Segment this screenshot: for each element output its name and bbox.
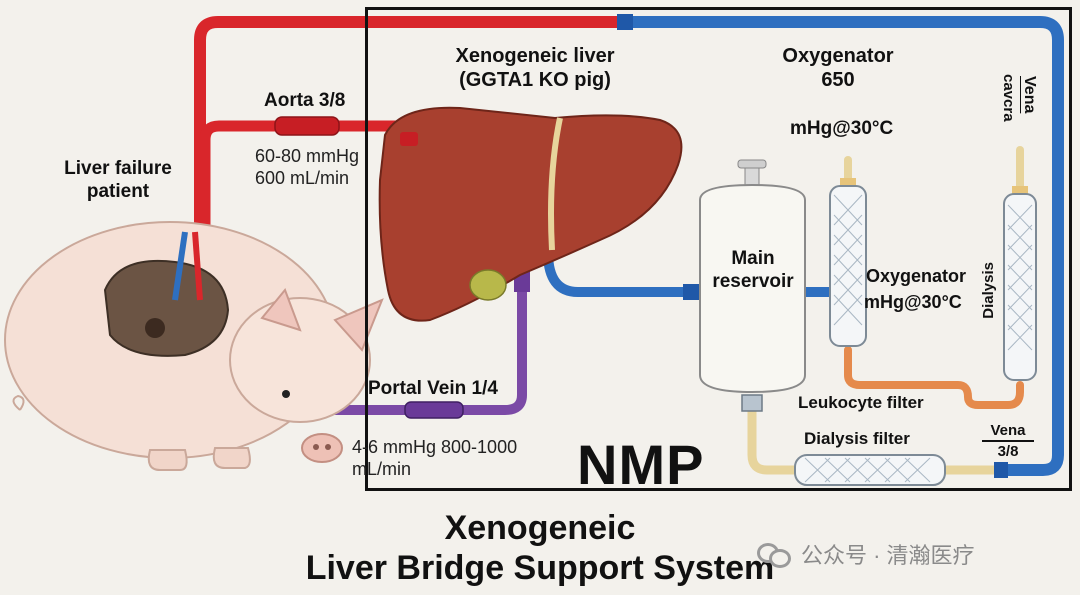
watermark-text: 公众号 · 清瀚医疗 [801, 543, 975, 568]
top-connector [617, 14, 633, 30]
dialysis-column [1003, 186, 1037, 381]
title-line2: Liver Bridge Support System [305, 549, 775, 588]
xeno-liver-title: Xenogeneic liver [455, 45, 615, 67]
vena-bottom-label: Vena 3/8 [982, 422, 1034, 461]
oxygenator-mid-line2: mHg@30°C [864, 292, 962, 312]
watermark: 公众号 · 清瀚医疗 [757, 538, 975, 570]
vena-bottom-line2: 3/8 [997, 443, 1019, 461]
portal-vein-label: Portal Vein 1/4 [368, 378, 498, 399]
patient-label: Liver failure patient [52, 158, 184, 204]
arterial-line-top [194, 16, 631, 246]
nmp-frame [365, 7, 1072, 491]
xeno-liver [378, 106, 683, 322]
portal-flow-line1: 4-6 mmHg 800-1000 [352, 437, 518, 457]
nmp-label: NMP [577, 433, 705, 496]
aorta-connector [274, 116, 340, 136]
patient-line2: patient [86, 180, 150, 202]
portal-flow-line2: mL/min [352, 459, 412, 479]
title-line1: Xenogeneic [444, 509, 636, 547]
leukocyte-filter-label: Leukocyte filter [798, 393, 924, 412]
diagram-title: Xenogeneic Liver Bridge Support System [290, 508, 790, 588]
dialysis-filter-label: Dialysis filter [804, 429, 910, 448]
aorta-pressure: 60-80 mmHg [255, 146, 360, 166]
oxygenator-mid-line1: Oxygenator [866, 266, 967, 286]
oxygenator-column [829, 178, 867, 347]
portal-connector [404, 401, 464, 419]
aorta-label: Aorta 3/8 [264, 90, 346, 111]
main-reservoir [699, 159, 806, 394]
oxygenator-top-label: Oxygenator 650 [782, 44, 894, 92]
oxygenator-top-line2: 650 [821, 69, 855, 91]
xeno-liver-label: Xenogeneic liver (GGTA1 KO pig) [440, 44, 630, 92]
reservoir-dialysis-line [747, 405, 803, 475]
vena-bottom-divider [982, 440, 1034, 443]
vena-bottom-line1: Vena [990, 422, 1026, 439]
venous-line-top [619, 16, 1064, 476]
patient-line1: Liver failure [64, 158, 172, 179]
pig-illustration [4, 221, 384, 471]
dialysis-label: Dialysis [980, 262, 997, 319]
oxygenator-top-line3: mHg@30°C [790, 118, 894, 139]
vena-cavcra-line1: Vena [1021, 76, 1038, 114]
main-reservoir-line1: Main [731, 248, 775, 269]
dialysis-filter [794, 454, 946, 486]
oxygenator-dialysis-line [844, 346, 1024, 409]
xeno-liver-subtitle: (GGTA1 KO pig) [459, 69, 611, 91]
vena-cavcra-line2: cavcra [1000, 74, 1017, 122]
main-reservoir-line2: reservoir [712, 270, 794, 292]
aorta-flow: 600 mL/min [255, 168, 350, 188]
oxygenator-top-line1: Oxygenator [782, 45, 894, 67]
main-reservoir-label: Main reservoir [700, 248, 806, 294]
wechat-logo-icon [757, 541, 793, 568]
